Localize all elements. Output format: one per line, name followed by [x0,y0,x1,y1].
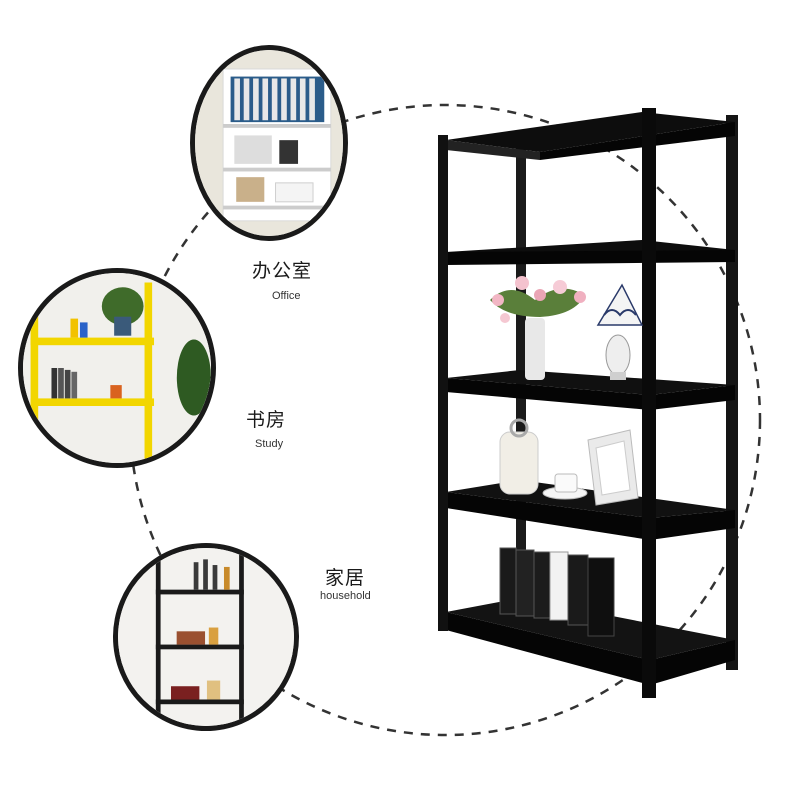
scene-label-household-cn: 家居 [325,567,366,589]
study-scene-photo [18,268,216,468]
photo-frame [587,429,639,506]
shelf-post-front-right [642,108,656,698]
book-row [499,547,615,637]
scene-label-household-en: household [320,590,371,602]
plant-top [101,287,144,336]
shelf-board-3 [446,370,735,395]
shelf-board-4-side [446,492,735,540]
shelf-board-2-side [446,250,735,265]
office-scene-photo [190,45,348,241]
shelf-board-1-front [446,140,540,160]
coffee-cup [542,473,588,500]
shelf-post-front-left [438,135,448,631]
scene-label-office-cn: 办公室 [252,260,313,282]
household-scene-photo [113,543,299,731]
lantern-decor [499,418,539,495]
scene-label-study-cn: 书房 [246,409,287,431]
scene-label-office-en: Office [272,290,301,302]
shelf-board-3-side [446,378,735,410]
flower-vase [490,276,586,380]
shelf-board-1 [446,112,735,152]
shelf-board-1-side [540,122,735,160]
table-lamp [596,283,644,380]
shelf-board-5-side [446,612,735,685]
scene-label-study-en: Study [255,438,284,450]
